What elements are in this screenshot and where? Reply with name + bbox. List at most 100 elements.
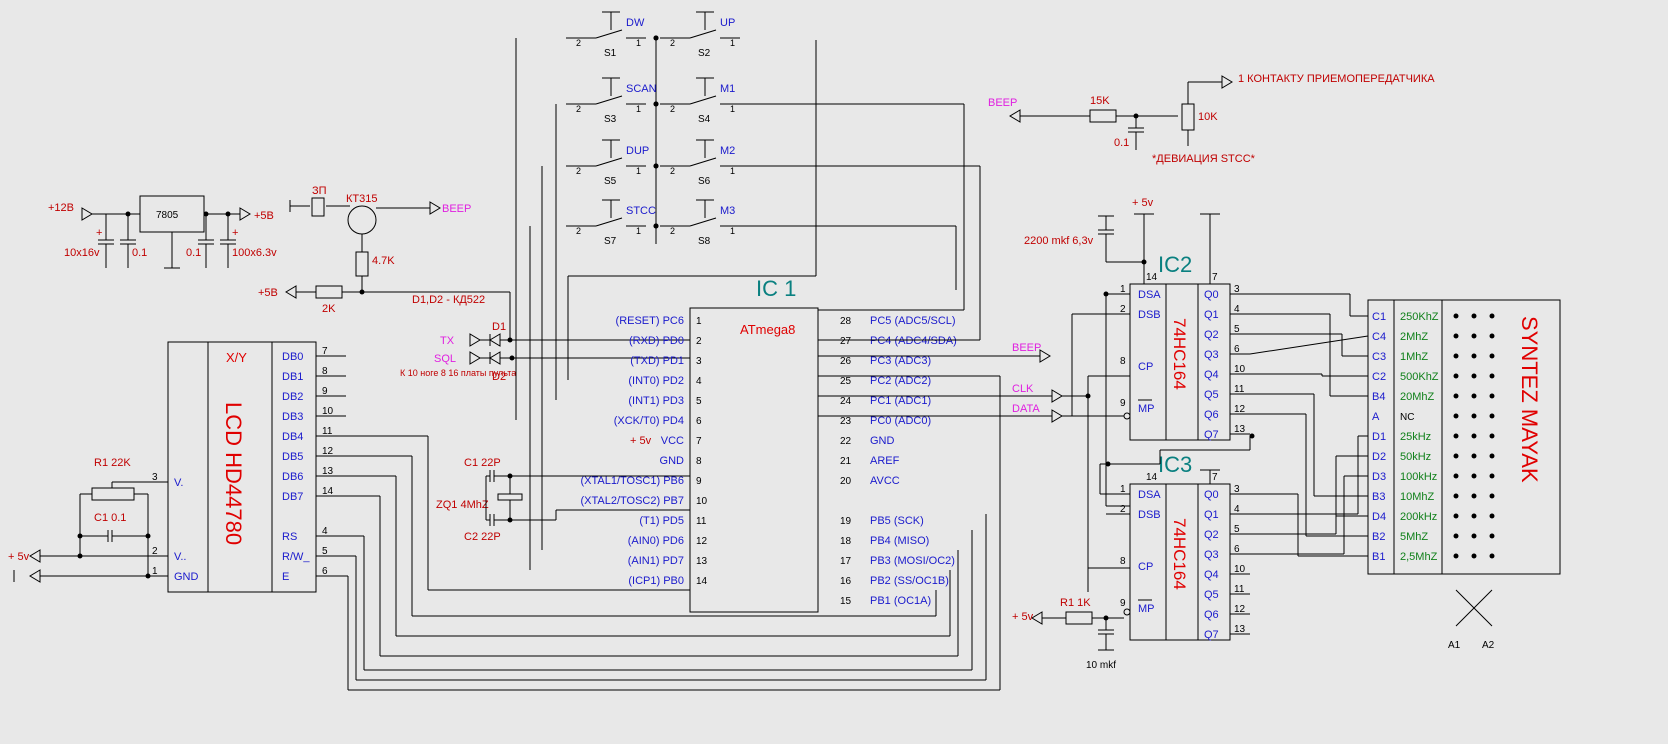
svg-text:2: 2 — [576, 166, 581, 176]
lcd-contrast: R1 22K C1 0.1 + 5v — [8, 457, 168, 583]
ic1-pin-num: 28 — [840, 316, 852, 327]
ic1-pin-right: PB1 (OC1A) — [870, 595, 931, 607]
syntez-freq: 500KhZ — [1400, 371, 1439, 383]
syntez-pin: C1 — [1372, 311, 1386, 323]
syntez-freq: 10MhZ — [1400, 491, 1435, 503]
lcd-pin-num: 2 — [152, 546, 158, 557]
syntez-freq: 1MhZ — [1400, 351, 1428, 363]
syntez-freq: 200kHz — [1400, 511, 1437, 523]
ic3-pin-num: 3 — [1234, 484, 1240, 495]
svg-text:1: 1 — [730, 226, 735, 236]
switch-name: DUP — [626, 145, 649, 157]
ic1-pin-left: (AIN1) PD7 — [628, 555, 684, 567]
lcd-pin-num: 5 — [322, 546, 328, 557]
ic3-cap: 10 mkf — [1086, 660, 1116, 671]
svg-text:1: 1 — [636, 38, 641, 48]
svg-text:1: 1 — [730, 166, 735, 176]
supply-label: +5В — [258, 287, 278, 299]
power-supply: +12В 7805 +5В 10x16v 0.1 0.1 100x6.3v + … — [48, 195, 277, 269]
svg-text:1: 1 — [730, 38, 735, 48]
ic1-pin-num: 14 — [696, 576, 708, 587]
ic1-pin-left: (RESET) PC6 — [616, 315, 684, 327]
ic2-pin-mp: MP — [1138, 403, 1155, 415]
ic1-pin-num: 18 — [840, 536, 852, 547]
ic1-pin-left: (ICP1) PB0 — [628, 575, 684, 587]
ic3-pin-q4: Q4 — [1204, 569, 1219, 581]
vin-label: +12В — [48, 202, 74, 214]
syntez-freq: 50kHz — [1400, 451, 1431, 463]
switch-ref: S7 — [604, 236, 617, 247]
xtal-label: ZQ1 4MhZ — [436, 499, 489, 511]
ic3-pin-num: 2 — [1120, 504, 1126, 515]
ic1-pin-num: 24 — [840, 396, 852, 407]
diodes-label: D1,D2 - КД522 — [412, 294, 485, 306]
switch-ref: S2 — [698, 48, 711, 59]
ic2-pin-dsa: DSA — [1138, 289, 1161, 301]
syntez-pin: B3 — [1372, 491, 1385, 503]
switch-ref: S4 — [698, 114, 711, 125]
ic1-pin-num: 16 — [840, 576, 852, 587]
dev-pot: 10K — [1198, 111, 1218, 123]
switch-name: M3 — [720, 205, 735, 217]
syntez-pin: B2 — [1372, 531, 1385, 543]
lcd-pin-num: 6 — [322, 566, 328, 577]
data-label: DATA — [1012, 403, 1040, 415]
svg-text:2: 2 — [670, 38, 675, 48]
ic2-cap: 2200 mkf 6,3v — [1024, 235, 1094, 247]
lcd-r1: R1 22K — [94, 457, 131, 469]
lcd-pin-db7: DB7 — [282, 491, 303, 503]
ic2-pin-num: 3 — [1234, 284, 1240, 295]
ic3-pin-q5: Q5 — [1204, 589, 1219, 601]
cap1-label: 0.1 — [132, 247, 147, 259]
ic1-pin-left: (T1) PD5 — [639, 515, 684, 527]
ic3-supply: + 5v — [1012, 611, 1034, 623]
switch-ref: S6 — [698, 176, 711, 187]
ic1-pin-left: (XCK/T0) PD4 — [614, 415, 684, 427]
ic1-pin-num: 25 — [840, 376, 852, 387]
syntez-freq: NC — [1400, 412, 1414, 423]
ic2-pin-q7: Q7 — [1204, 429, 1219, 441]
ic1-pin-right: PC5 (ADC5/SCL) — [870, 315, 956, 327]
ic3-pin-vcc: 14 — [1146, 472, 1158, 483]
ic1-pin-num: 4 — [696, 376, 702, 387]
svg-text:2: 2 — [670, 226, 675, 236]
ic2-pin-q1: Q1 — [1204, 309, 1219, 321]
lcd-pin-num: 1 — [152, 566, 158, 577]
syntez-pin: D2 — [1372, 451, 1386, 463]
ic1-pin-num: 19 — [840, 516, 852, 527]
ic1-chip: ATmega8 — [740, 322, 795, 337]
dev-c: 0.1 — [1114, 137, 1129, 149]
ic2-pin-num: 13 — [1234, 424, 1246, 435]
xtal-c2: C2 22P — [464, 531, 501, 543]
ic1-pin-num: 10 — [696, 496, 708, 507]
ic3-pin-num: 13 — [1234, 624, 1246, 635]
beep-out: BEEP — [1012, 342, 1041, 354]
ic1-pin-right: GND — [870, 435, 895, 447]
ic2-pin-gnd: 7 — [1212, 272, 1218, 283]
svg-text:1: 1 — [636, 226, 641, 236]
ic2: IC2 74HC164 — [1129, 252, 1231, 441]
deviation-circuit: BEEP 15K 0.1 1 КОНТАКТУ ПРИЕМОПЕРЕДАТЧИК… — [988, 73, 1435, 165]
syntez-module: SYNTEZ MAYAK A1 A2 — [1367, 299, 1561, 651]
lcd-pin-left: GND — [174, 571, 199, 583]
ic2-pin-dsb: DSB — [1138, 309, 1161, 321]
switch-name: SCAN — [626, 83, 657, 95]
switch-ref: S8 — [698, 236, 711, 247]
lcd-pin-db0: DB0 — [282, 351, 303, 363]
ic1-pin-right: PC0 (ADC0) — [870, 415, 931, 427]
svg-text:2: 2 — [576, 226, 581, 236]
clk-label: CLK — [1012, 383, 1034, 395]
syntez-freq: 2MhZ — [1400, 331, 1428, 343]
ic3-pin-dsa: DSA — [1138, 489, 1161, 501]
ic3-chip: 74HC164 — [1170, 518, 1189, 590]
ic1-pin-num: 12 — [696, 536, 708, 547]
ic1-pin-right: PB3 (MOSI/OC2) — [870, 555, 955, 567]
lcd-pin-num: 12 — [322, 446, 334, 457]
ic2-pin-num: 8 — [1120, 356, 1126, 367]
ic3-pin-num: 1 — [1120, 484, 1126, 495]
lcd-pin-num: 3 — [152, 472, 158, 483]
a2-label: A2 — [1482, 640, 1495, 651]
vcc-label: + 5v — [630, 435, 652, 447]
ic2-pin-q5: Q5 — [1204, 389, 1219, 401]
